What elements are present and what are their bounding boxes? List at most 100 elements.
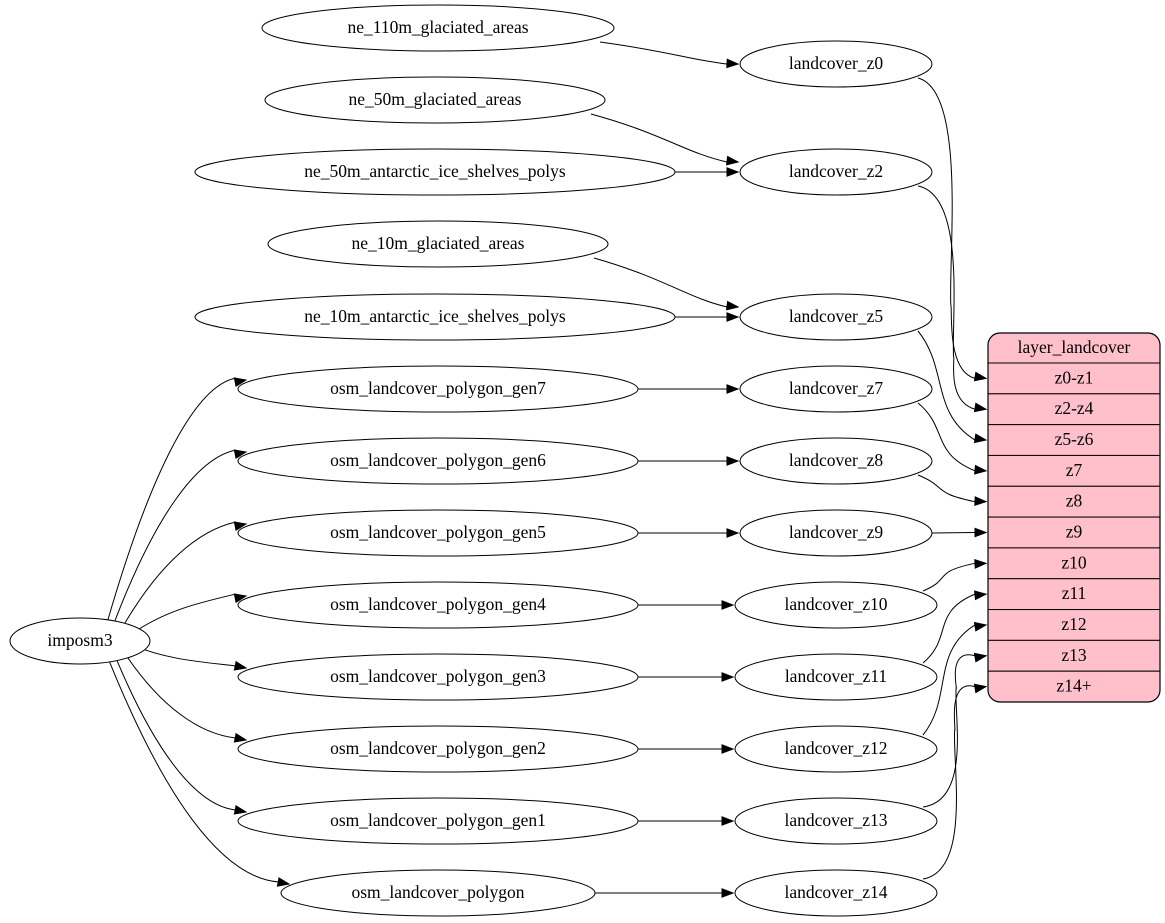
table-row-label: z7 [1066,460,1083,480]
edge-line [130,593,237,636]
node-label: ne_10m_glaciated_areas [352,233,525,253]
node-shape [739,293,933,341]
edge-ne_10m_antarctic_ice_shelves_polys-to-landcover_z5 [673,312,740,322]
node-osm_landcover_polygon_gen7[interactable]: osm_landcover_polygon_gen7 [237,365,639,413]
node-label: ne_50m_glaciated_areas [349,89,522,109]
node-shape [237,653,639,701]
edge-ne_50m_antarctic_ice_shelves_polys-to-landcover_z2 [673,167,740,177]
node-shape [734,797,938,845]
table-row-label: z12 [1061,614,1086,634]
node-ne_10m_antarctic_ice_shelves_polys[interactable]: ne_10m_antarctic_ice_shelves_polys [194,293,676,341]
node-landcover_z8[interactable]: landcover_z8 [739,437,933,485]
node-imposm3[interactable]: imposm3 [9,617,151,665]
edge-imposm3-to-osm_landcover_polygon_gen3 [131,644,248,671]
edge-arrowhead [233,593,248,604]
table-row-label: z11 [1062,583,1087,603]
node-label: osm_landcover_polygon_gen1 [330,810,546,830]
node-shape [739,148,933,196]
edge-osm_landcover_polygon_gen5-to-landcover_z9 [636,528,740,538]
node-label: osm_landcover_polygon [351,882,524,902]
node-ne_110m_glaciated_areas[interactable]: ne_110m_glaciated_areas [261,4,615,52]
node-shape [237,797,639,845]
table-header-label: layer_landcover [1018,337,1131,357]
node-shape [280,869,596,917]
edge-arrowhead [233,521,248,532]
edge-imposm3-to-osm_landcover_polygon_gen4 [130,593,248,636]
edge-line [115,657,237,811]
table-layer-landcover[interactable]: layer_landcoverz0-z1z2-z4z5-z6z7z8z9z10z… [987,332,1161,703]
table-row-cell[interactable] [988,609,1160,641]
edge-landcover_z14-to-table-z14+ [922,683,988,880]
table-row-cell[interactable] [988,454,1160,487]
node-label: osm_landcover_polygon_gen7 [330,378,546,398]
edge-ne_110m_glaciated_areas-to-landcover_z0 [599,41,740,69]
edge-arrowhead [276,877,291,887]
node-shape [264,76,606,124]
node-landcover_z12[interactable]: landcover_z12 [734,725,938,773]
edge-osm_landcover_polygon_gen3-to-landcover_z11 [636,672,735,682]
edge-ne_50m_glaciated_areas-to-landcover_z2 [590,113,740,166]
edge-line [590,113,728,163]
edge-osm_landcover_polygon_gen1-to-landcover_z13 [636,816,735,826]
edge-arrowhead [973,371,988,382]
node-landcover_z2[interactable]: landcover_z2 [739,148,933,196]
edge-arrowhead [973,652,988,663]
edge-landcover_z12-to-table-z12 [922,621,988,736]
node-shape [237,581,639,629]
edge-landcover_z11-to-table-z11 [922,590,988,664]
node-shape [739,365,933,413]
node-shape [739,509,933,557]
edge-arrowhead [973,621,988,632]
edge-line [922,685,976,880]
node-osm_landcover_polygon_gen3[interactable]: osm_landcover_polygon_gen3 [237,653,639,701]
node-label: osm_landcover_polygon_gen4 [330,594,546,614]
edge-landcover_z5-to-table-z5-z6 [917,330,988,444]
node-label: ne_10m_antarctic_ice_shelves_polys [304,306,566,326]
node-shape [739,40,933,88]
node-osm_landcover_polygon_gen1[interactable]: osm_landcover_polygon_gen1 [237,797,639,845]
node-ne_10m_glaciated_areas[interactable]: ne_10m_glaciated_areas [267,220,609,268]
node-landcover_z9[interactable]: landcover_z9 [739,509,933,557]
nodes-layer: imposm3 ne_110m_glaciated_areas ne_50m_gla… [9,4,938,917]
node-shape [237,725,639,773]
node-landcover_z11[interactable]: landcover_z11 [734,653,938,701]
edge-arrowhead [973,433,988,444]
node-landcover_z10[interactable]: landcover_z10 [734,581,938,629]
edge-arrowhead [721,888,735,898]
node-label: landcover_z12 [784,738,887,758]
node-label: landcover_z2 [789,161,883,181]
table-row-cell[interactable] [988,516,1160,549]
node-landcover_z7[interactable]: landcover_z7 [739,365,933,413]
edge-arrowhead [233,804,248,815]
node-landcover_z13[interactable]: landcover_z13 [734,797,938,845]
edge-line [113,449,237,624]
edge-landcover_z9-to-table-z9 [931,527,988,538]
node-shape [734,581,938,629]
node-shape [267,220,609,268]
edge-line [917,330,976,441]
node-ne_50m_glaciated_areas[interactable]: ne_50m_glaciated_areas [264,76,606,124]
node-osm_landcover_polygon_gen6[interactable]: osm_landcover_polygon_gen6 [237,437,639,485]
table-row-label: z13 [1061,645,1087,665]
node-landcover_z0[interactable]: landcover_z0 [739,40,933,88]
edge-osm_landcover_polygon-to-landcover_z14 [593,888,735,898]
node-osm_landcover_polygon_gen5[interactable]: osm_landcover_polygon_gen5 [237,509,639,557]
table-row-cell[interactable] [988,578,1160,611]
table-row-cell[interactable] [988,670,1160,702]
node-ne_50m_antarctic_ice_shelves_polys[interactable]: ne_50m_antarctic_ice_shelves_polys [194,148,676,196]
node-osm_landcover_polygon_gen4[interactable]: osm_landcover_polygon_gen4 [237,581,639,629]
edge-arrowhead [973,683,988,694]
edge-line [917,474,976,503]
table-row-cell[interactable] [988,362,1160,395]
node-osm_landcover_polygon[interactable]: osm_landcover_polygon [280,869,596,917]
edge-arrowhead [974,590,988,601]
node-osm_landcover_polygon_gen2[interactable]: osm_landcover_polygon_gen2 [237,725,639,773]
edge-osm_landcover_polygon_gen7-to-landcover_z7 [636,384,740,394]
edge-arrowhead [974,464,988,475]
edge-landcover_z10-to-table-z10 [922,558,988,592]
edge-arrowhead [725,155,740,166]
node-landcover_z5[interactable]: landcover_z5 [739,293,933,341]
edge-line [121,521,237,628]
node-landcover_z14[interactable]: landcover_z14 [734,869,938,917]
